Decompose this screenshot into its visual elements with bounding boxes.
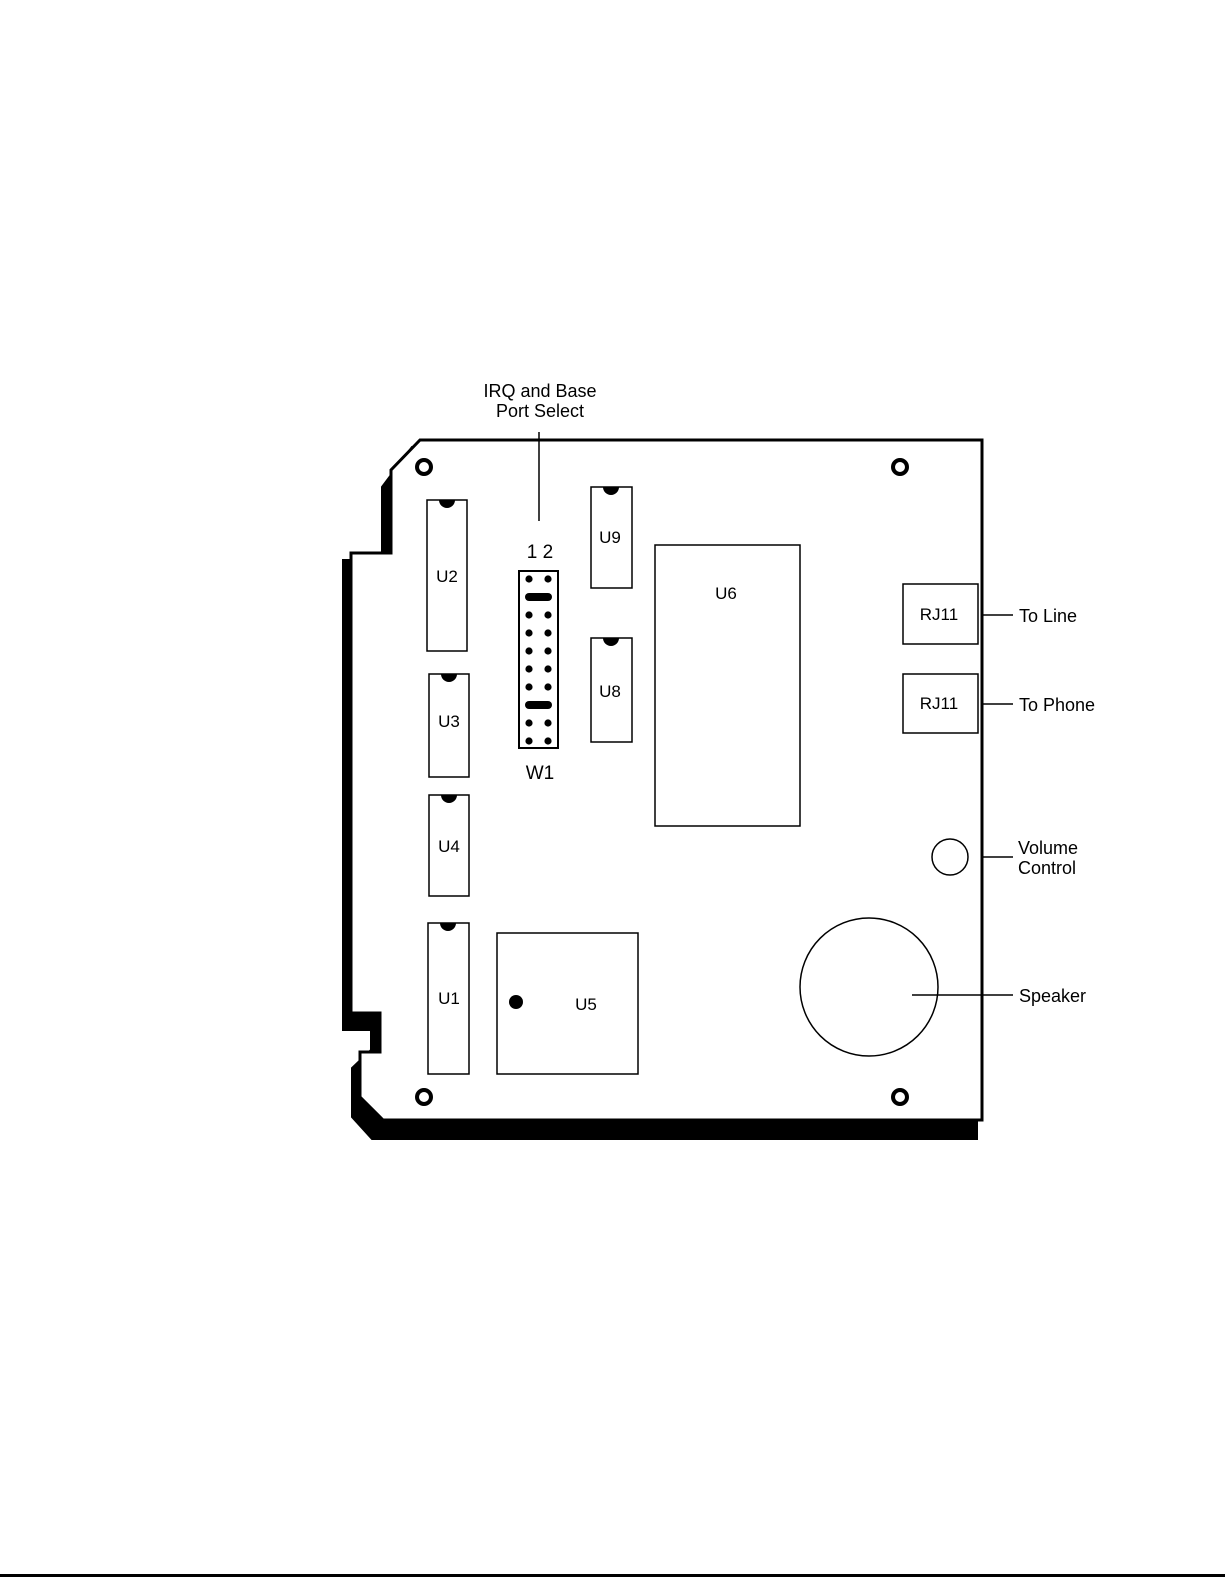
jumper-pin	[544, 683, 551, 690]
jumper-pin	[544, 665, 551, 672]
jumper-pin	[525, 611, 532, 618]
page-bottom-rule	[0, 1574, 1225, 1577]
jumper-pin	[525, 737, 532, 744]
jumper-shunt	[525, 593, 552, 601]
speaker-label: Speaker	[1019, 986, 1086, 1006]
rj11-line-label: RJ11	[920, 605, 958, 624]
chip-u8-label: U8	[599, 682, 621, 701]
jumper-callout-line1: IRQ and Base	[483, 381, 596, 401]
chip-u9-label: U9	[599, 528, 621, 547]
jumper-name-label: W1	[526, 763, 555, 784]
mounting-hole-top-left	[417, 460, 431, 474]
volume-knob	[932, 839, 968, 875]
jumper-pin	[544, 737, 551, 744]
jumper-shunt	[525, 701, 552, 709]
speaker-cone	[800, 918, 938, 1056]
jumper-pin	[525, 683, 532, 690]
chip-u1-label: U1	[438, 989, 460, 1008]
chip-u8: U8	[591, 638, 632, 742]
chip-u9: U9	[591, 487, 632, 588]
jumper-pin	[525, 719, 532, 726]
volume-label-line1: Volume	[1018, 838, 1078, 858]
chip-u5: U5	[497, 933, 638, 1074]
chip-u1: U1	[428, 923, 469, 1074]
to-line-label: To Line	[1019, 606, 1077, 626]
rj11-line-jack: RJ11	[903, 584, 978, 644]
to-phone-label: To Phone	[1019, 695, 1095, 715]
jumper-pin	[525, 629, 532, 636]
chip-u5-label: U5	[575, 995, 597, 1014]
chip-u3: U3	[429, 674, 469, 777]
jumper-w1: 1 2 W1	[519, 542, 558, 784]
chip-u3-label: U3	[438, 712, 460, 731]
jumper-pin	[544, 629, 551, 636]
mounting-hole-bottom-right	[893, 1090, 907, 1104]
jumper-callout-line2: Port Select	[496, 401, 584, 421]
rj11-phone-label: RJ11	[920, 694, 958, 713]
jumper-pin	[525, 575, 532, 582]
mounting-hole-bottom-left	[417, 1090, 431, 1104]
jumper-pin	[525, 647, 532, 654]
chip-u4-label: U4	[438, 837, 460, 856]
jumper-pin	[525, 665, 532, 672]
jumper-pin	[544, 647, 551, 654]
rj11-phone-jack: RJ11	[903, 674, 978, 733]
chip-u6-label: U6	[715, 584, 737, 603]
chip-u6: U6	[655, 545, 800, 826]
chip-u4: U4	[429, 795, 469, 896]
mounting-hole-top-right	[893, 460, 907, 474]
jumper-pin-numbers: 1 2	[527, 542, 553, 563]
volume-label-line2: Control	[1018, 858, 1076, 878]
chip-u2: U2	[427, 500, 467, 651]
jumper-pin	[544, 575, 551, 582]
chip-u2-label: U2	[436, 567, 458, 586]
jumper-pin	[544, 611, 551, 618]
jumper-pin	[544, 719, 551, 726]
